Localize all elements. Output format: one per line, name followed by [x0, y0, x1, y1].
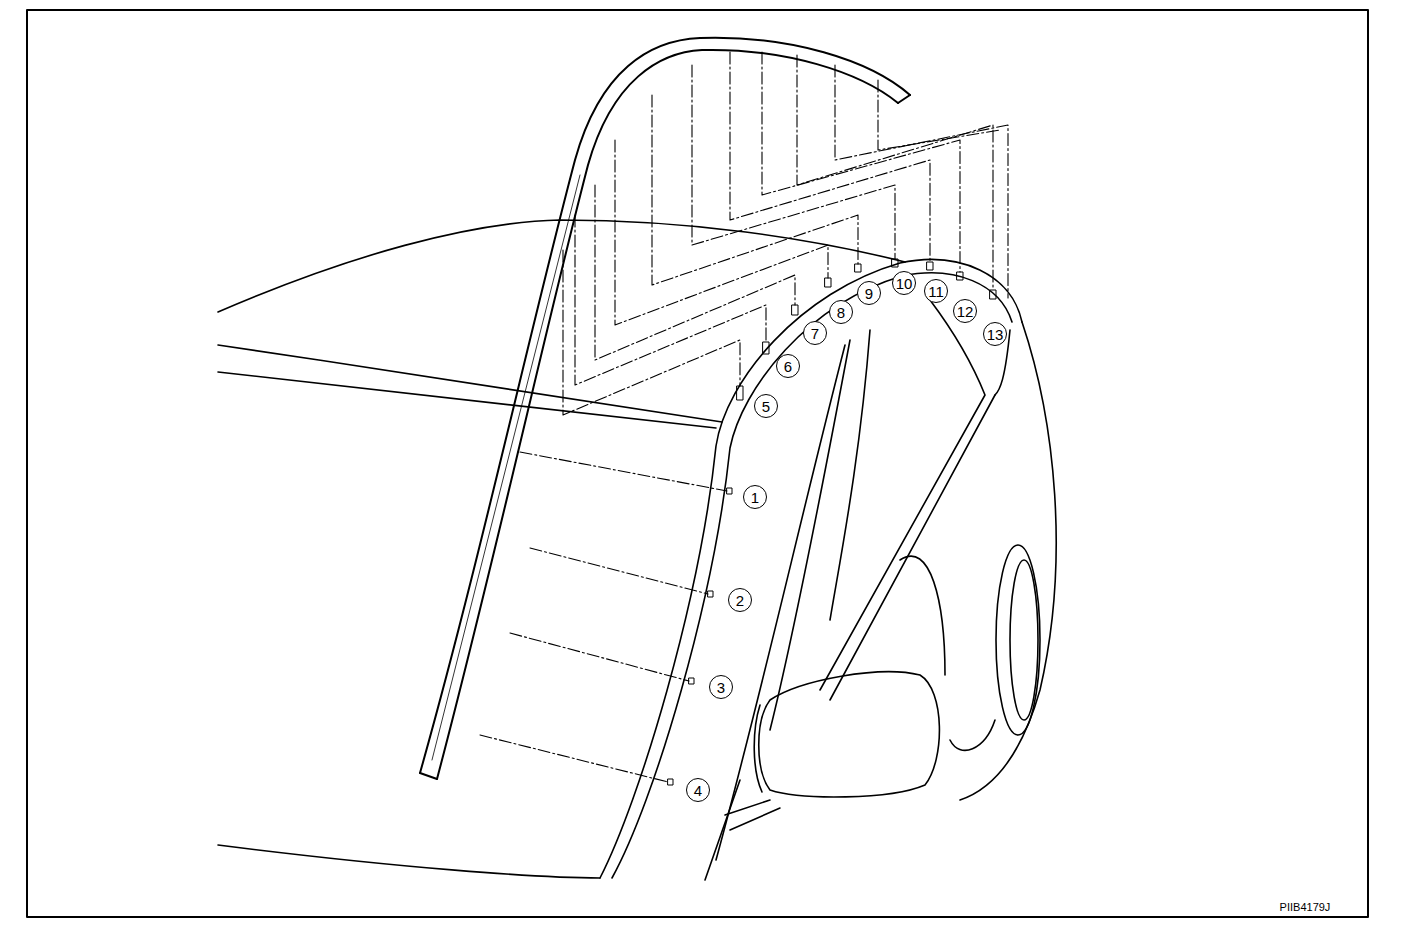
callout-number: 1: [743, 485, 767, 509]
frame: [27, 10, 1368, 917]
callout-number: 11: [924, 279, 948, 303]
leader-lines: [480, 52, 1008, 782]
callout-number: 2: [728, 588, 752, 612]
figure-code: PIIB4179J: [1279, 901, 1332, 913]
callout-number: 8: [829, 300, 853, 324]
callout-number: 6: [776, 354, 800, 378]
callout-number: 5: [754, 394, 778, 418]
callout-number: 3: [709, 675, 733, 699]
car-body: [218, 220, 1056, 880]
callout-number: 9: [857, 281, 881, 305]
callout-number: 7: [803, 321, 827, 345]
callout-number: 12: [953, 299, 977, 323]
molding-strip: [420, 38, 910, 779]
clip-marks: [668, 259, 996, 785]
callout-number: 4: [686, 778, 710, 802]
callout-number: 13: [983, 322, 1007, 346]
callout-number: 10: [892, 271, 916, 295]
